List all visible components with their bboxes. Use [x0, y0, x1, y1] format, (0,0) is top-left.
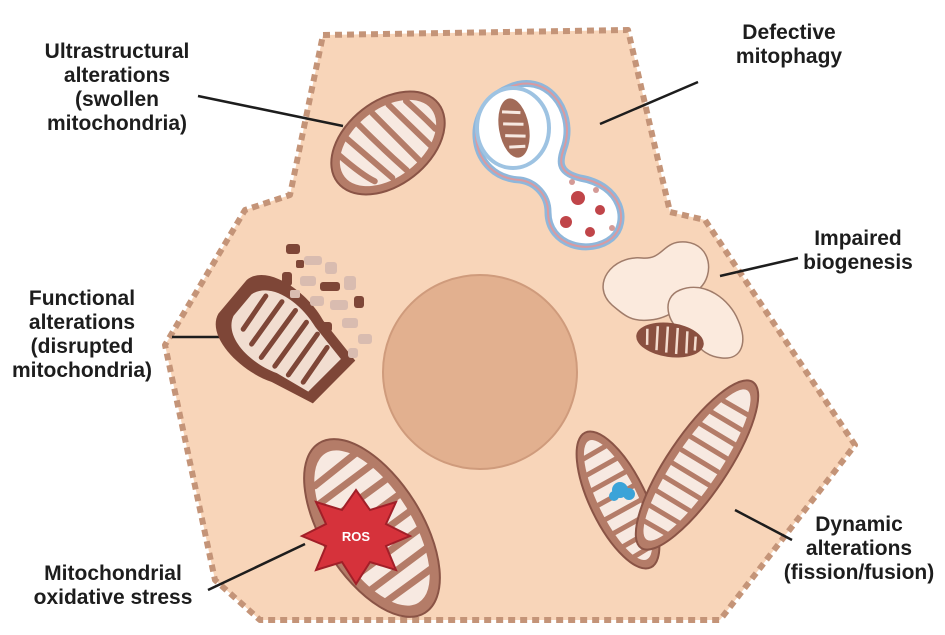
label-mitochondrial-oxidative-stress: Mitochondrial oxidative stress — [34, 562, 193, 610]
label-ultrastructural-alterations: Ultrastructural alterations (swollen mit… — [45, 40, 190, 136]
label-line: Defective — [736, 21, 842, 45]
label-line: alterations — [784, 537, 935, 561]
label-line: alterations — [45, 64, 190, 88]
label-line: Impaired — [803, 227, 913, 251]
label-line: Dynamic — [784, 513, 935, 537]
label-line: Ultrastructural — [45, 40, 190, 64]
label-line: Functional — [12, 287, 152, 311]
label-line: biogenesis — [803, 251, 913, 275]
label-line: mitochondria) — [45, 112, 190, 136]
label-line: oxidative stress — [34, 586, 193, 610]
label-line: mitochondria) — [12, 359, 152, 383]
label-line: alterations — [12, 311, 152, 335]
nucleus — [383, 275, 577, 469]
label-defective-mitophagy: Defective mitophagy — [736, 21, 842, 69]
ros-label: ROS — [342, 529, 371, 544]
label-line: mitophagy — [736, 45, 842, 69]
label-dynamic-alterations: Dynamic alterations (fission/fusion) — [784, 513, 935, 585]
label-functional-alterations: Functional alterations (disrupted mitoch… — [12, 287, 152, 383]
label-line: (disrupted — [12, 335, 152, 359]
label-line: (swollen — [45, 88, 190, 112]
label-line: Mitochondrial — [34, 562, 193, 586]
label-impaired-biogenesis: Impaired biogenesis — [803, 227, 913, 275]
label-line: (fission/fusion) — [784, 561, 935, 585]
